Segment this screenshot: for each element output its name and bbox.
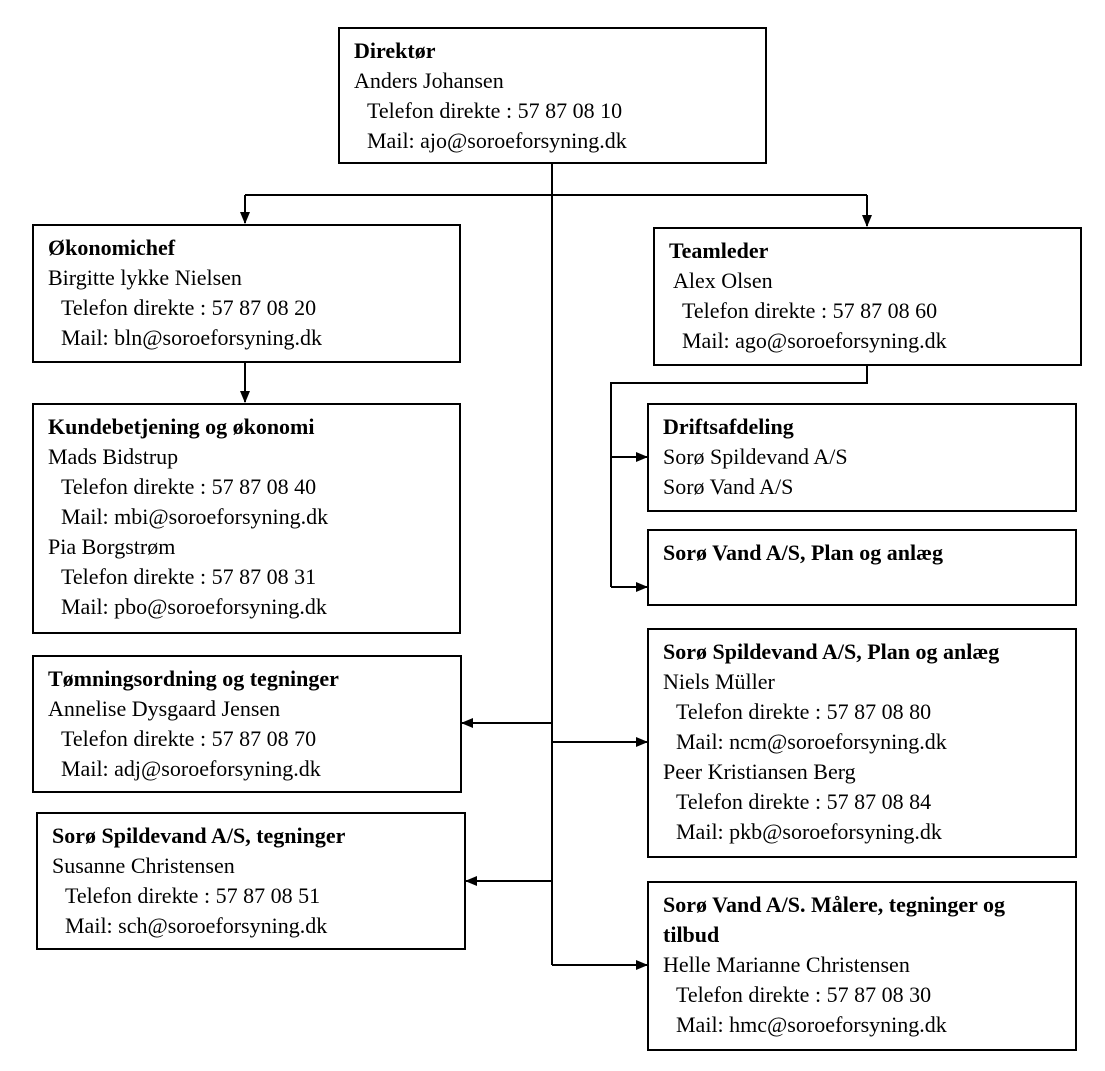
- emptying-title: Tømningsordning og tegninger: [48, 666, 339, 691]
- sewage-drawings-phone: Telefon direkte : 57 87 08 51: [65, 883, 321, 908]
- finance-chief-phone: Telefon direkte : 57 87 08 20: [61, 295, 317, 320]
- contact-name: Mads Bidstrup: [48, 444, 179, 469]
- meters-title: Sorø Vand A/S. Målere, tegninger og tilb…: [663, 892, 1006, 947]
- emptying-name: Annelise Dysgaard Jensen: [48, 696, 281, 721]
- contact-phone: Telefon direkte : 57 87 08 31: [61, 564, 317, 589]
- finance-chief-name: Birgitte lykke Nielsen: [48, 265, 242, 290]
- finance-chief-box: Økonomichef Birgitte lykke Nielsen Telef…: [32, 224, 461, 363]
- team-lead-title: Teamleder: [669, 238, 769, 263]
- contact-name: Niels Müller: [663, 669, 775, 694]
- meters-phone: Telefon direkte : 57 87 08 30: [676, 982, 932, 1007]
- sewage-planning-title: Sorø Spildevand A/S, Plan og anlæg: [663, 639, 1000, 664]
- customer-service-title: Kundebetjening og økonomi: [48, 414, 315, 439]
- emptying-mail: Mail: adj@soroeforsyning.dk: [61, 756, 321, 781]
- finance-chief-mail: Mail: bln@soroeforsyning.dk: [61, 325, 323, 350]
- emptying-phone: Telefon direkte : 57 87 08 70: [61, 726, 317, 751]
- team-lead-mail: Mail: ago@soroeforsyning.dk: [682, 328, 947, 353]
- finance-chief-title: Økonomichef: [48, 235, 176, 260]
- sewage-drawings-title: Sorø Spildevand A/S, tegninger: [52, 823, 346, 848]
- contact-name: Pia Borgstrøm: [48, 534, 176, 559]
- operations-title: Driftsafdeling: [663, 414, 794, 439]
- director-title: Direktør: [354, 38, 436, 63]
- team-lead-bracket: [610, 366, 868, 587]
- meters-mail: Mail: hmc@soroeforsyning.dk: [676, 1012, 947, 1037]
- contact-mail: Mail: pkb@soroeforsyning.dk: [676, 819, 942, 844]
- team-lead-name: Alex Olsen: [673, 268, 773, 293]
- contact-mail: Mail: mbi@soroeforsyning.dk: [61, 504, 329, 529]
- contact-phone: Telefon direkte : 57 87 08 80: [676, 699, 932, 724]
- sewage-drawings-name: Susanne Christensen: [52, 853, 235, 878]
- water-planning-box: Sorø Vand A/S, Plan og anlæg: [647, 529, 1077, 606]
- operations-box: Driftsafdeling Sorø Spildevand A/S Sorø …: [647, 403, 1077, 512]
- director-box: Direktør Anders Johansen Telefon direkte…: [338, 27, 767, 164]
- water-planning-title: Sorø Vand A/S, Plan og anlæg: [663, 540, 943, 565]
- sewage-drawings-box: Sorø Spildevand A/S, tegninger Susanne C…: [36, 812, 466, 950]
- meters-name: Helle Marianne Christensen: [663, 952, 910, 977]
- operations-line: Sorø Vand A/S: [663, 474, 794, 499]
- customer-service-box: Kundebetjening og økonomi Mads Bidstrup …: [32, 403, 461, 634]
- director-phone: Telefon direkte : 57 87 08 10: [367, 98, 623, 123]
- sewage-drawings-mail: Mail: sch@soroeforsyning.dk: [65, 913, 328, 938]
- contact-name: Peer Kristiansen Berg: [663, 759, 856, 784]
- director-mail: Mail: ajo@soroeforsyning.dk: [367, 128, 627, 153]
- team-lead-box: Teamleder Alex Olsen Telefon direkte : 5…: [653, 227, 1082, 366]
- sewage-planning-box: Sorø Spildevand A/S, Plan og anlæg Niels…: [647, 628, 1077, 858]
- meters-box: Sorø Vand A/S. Målere, tegninger og tilb…: [647, 881, 1077, 1051]
- contact-phone: Telefon direkte : 57 87 08 84: [676, 789, 932, 814]
- team-lead-phone: Telefon direkte : 57 87 08 60: [682, 298, 938, 323]
- emptying-box: Tømningsordning og tegninger Annelise Dy…: [32, 655, 462, 793]
- operations-line: Sorø Spildevand A/S: [663, 444, 848, 469]
- director-name: Anders Johansen: [354, 68, 504, 93]
- contact-phone: Telefon direkte : 57 87 08 40: [61, 474, 317, 499]
- contact-mail: Mail: pbo@soroeforsyning.dk: [61, 594, 327, 619]
- contact-mail: Mail: ncm@soroeforsyning.dk: [676, 729, 947, 754]
